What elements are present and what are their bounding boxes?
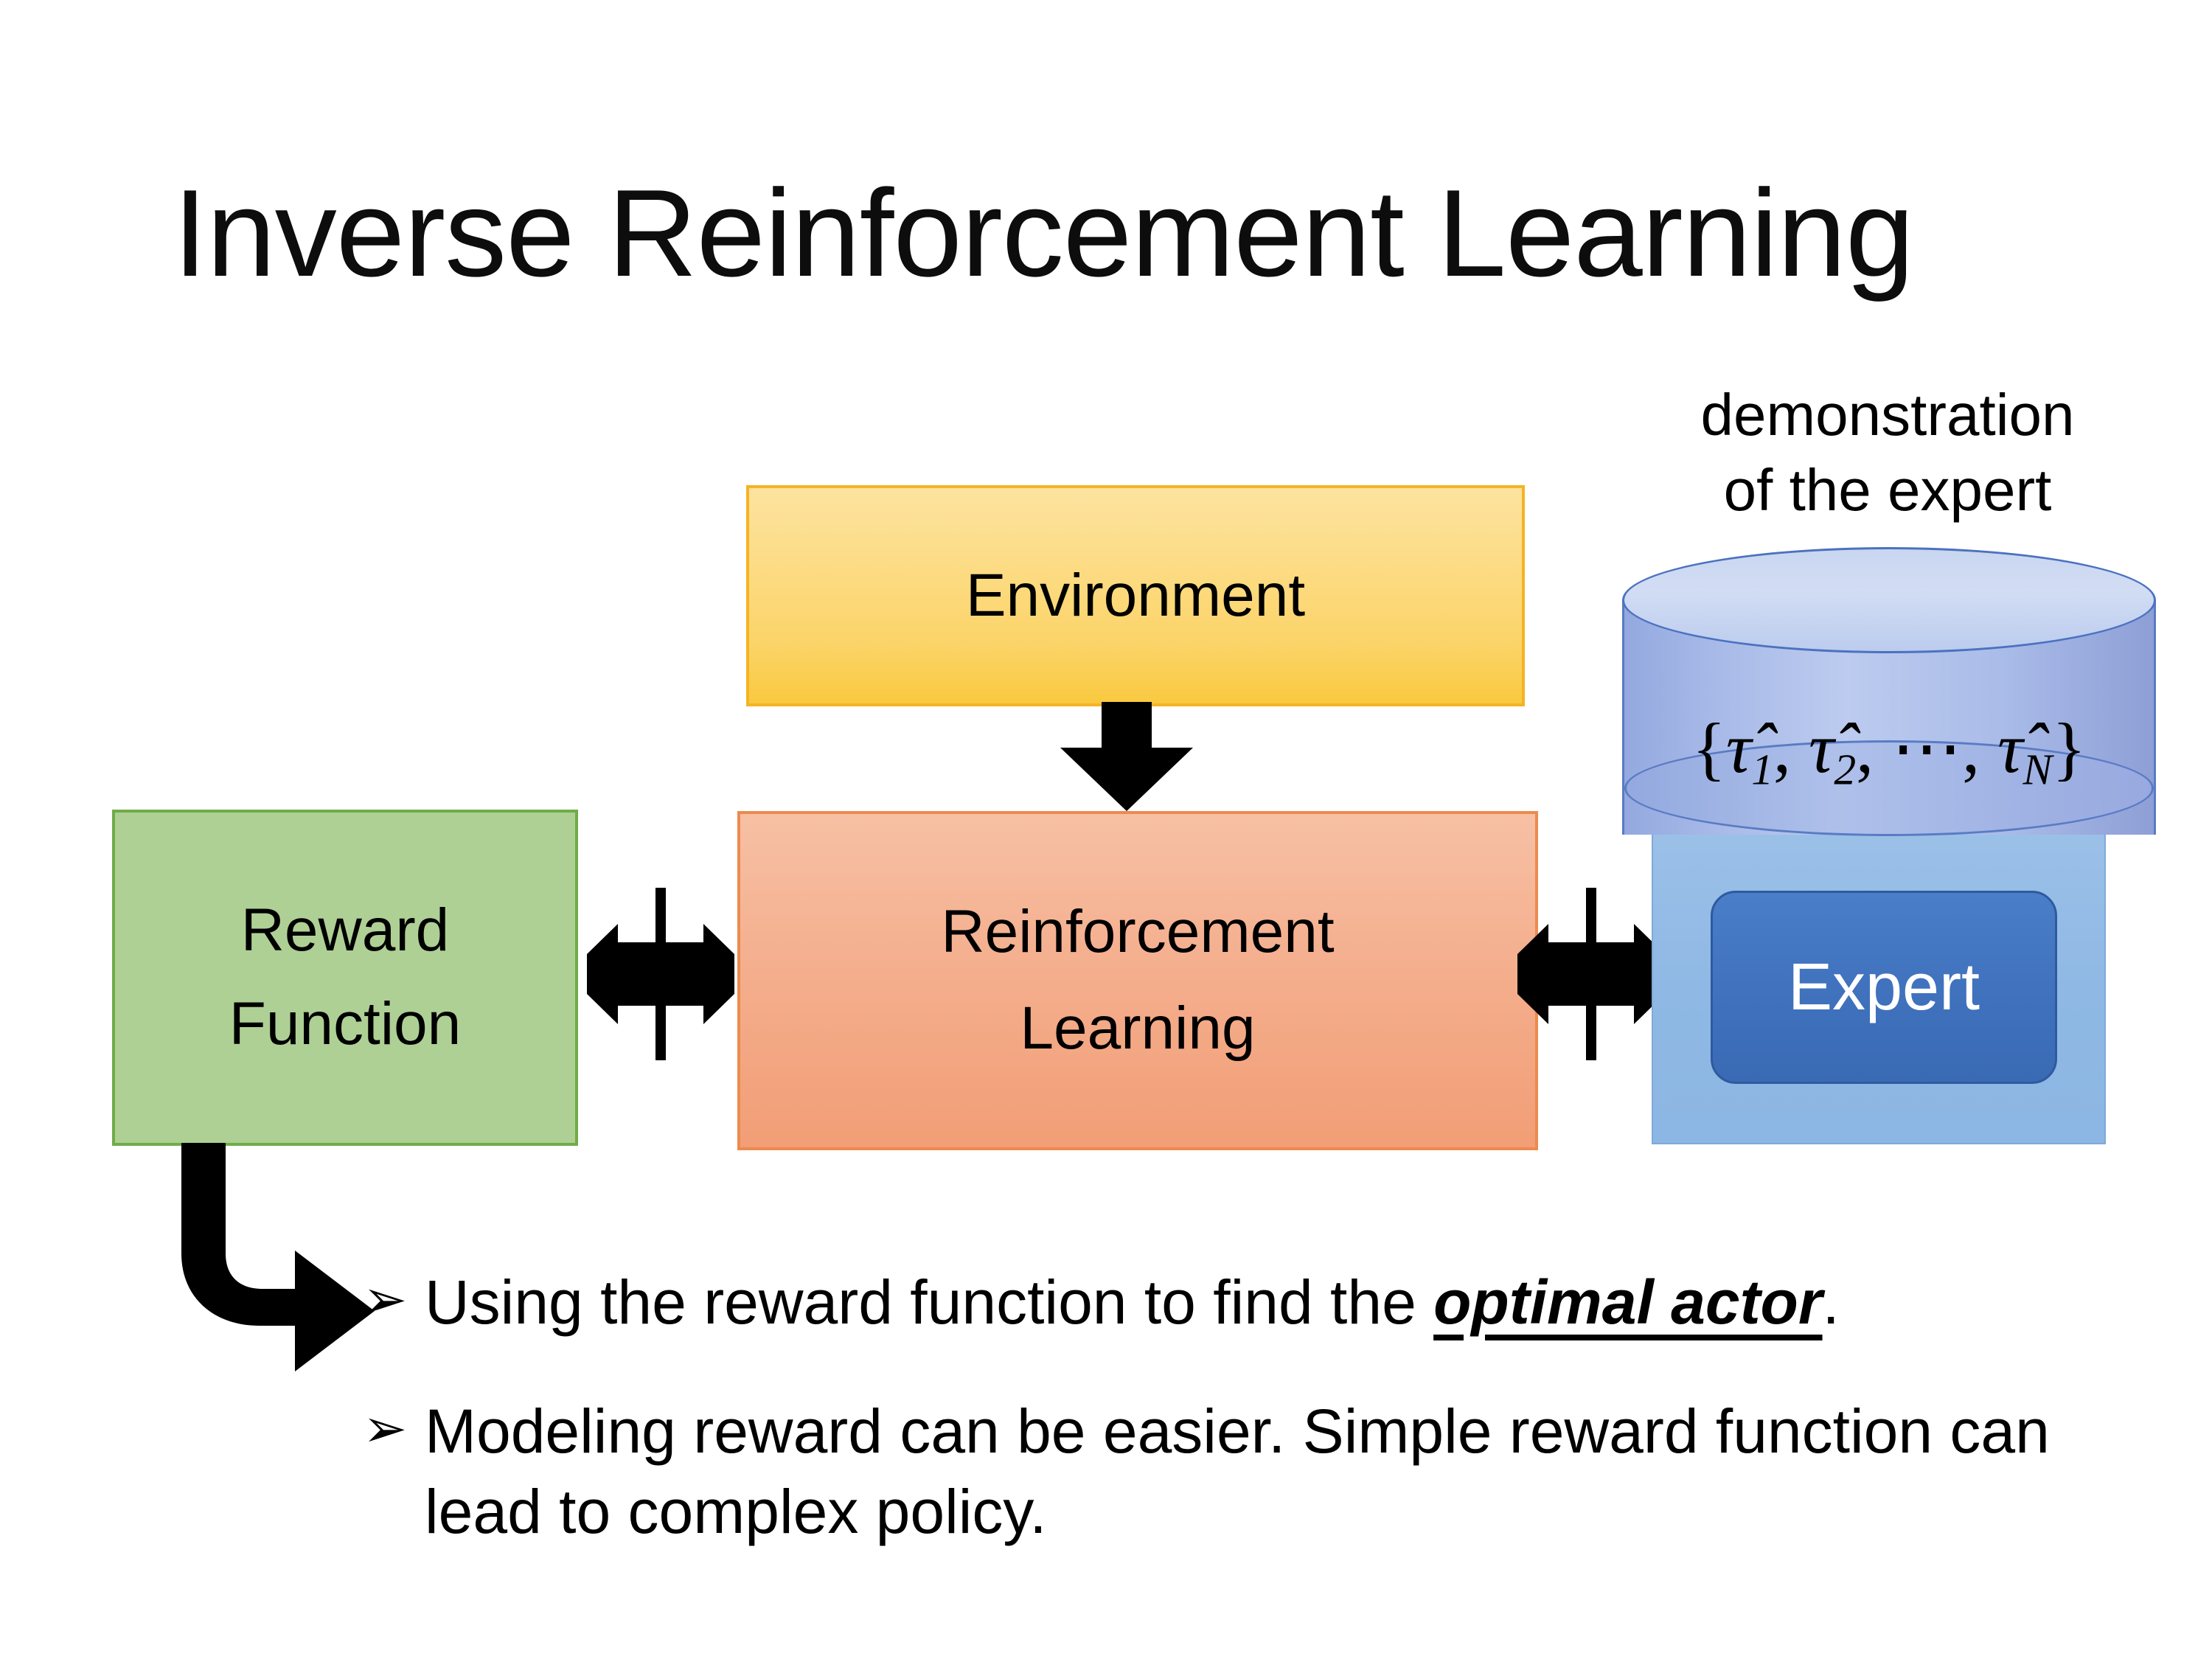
- reward-function-label-line2: Function: [229, 990, 462, 1057]
- bullet-1-prefix: Using the reward function to find the: [425, 1267, 1434, 1337]
- cylinder-bottom-ellipse: [1624, 740, 2154, 836]
- list-item: ➢ Using the reward function to find the …: [363, 1262, 2081, 1343]
- formula-tau-2: τ̂: [1808, 709, 1834, 787]
- formula-open-brace: {: [1691, 709, 1726, 787]
- formula-tau-1: τ̂: [1725, 709, 1752, 787]
- demonstration-caption: demonstration of the expert: [1615, 378, 2160, 529]
- bullet-text-2: Modeling reward can be easier. Simple re…: [425, 1391, 2081, 1552]
- bullet-2-prefix: Modeling reward can be easier. Simple re…: [425, 1397, 2050, 1547]
- bullet-list: ➢ Using the reward function to find the …: [363, 1262, 2081, 1553]
- bidirectional-arrow-rl-expert-icon: [1517, 882, 1665, 1066]
- formula-close-brace: }: [2052, 709, 2087, 787]
- formula-sep-1: ,: [1773, 709, 1809, 787]
- reward-function-box[interactable]: Reward Function: [112, 810, 578, 1146]
- formula-tau-n: τ̂: [1997, 709, 2023, 787]
- reinforcement-learning-label-line2: Learning: [1020, 995, 1256, 1062]
- trajectory-set-formula: {τ̂1, τ̂2, ⋯, τ̂N}: [1622, 706, 2156, 796]
- reinforcement-learning-box[interactable]: Reinforcement Learning: [737, 811, 1538, 1150]
- expert-box-label: Expert: [1787, 950, 1980, 1024]
- trajectory-database-cylinder[interactable]: {τ̂1, τ̂2, ⋯, τ̂N}: [1622, 547, 2156, 836]
- bullet-1-emphasis: optimal actor: [1433, 1267, 1823, 1337]
- reinforcement-learning-label-line1: Reinforcement: [941, 898, 1335, 966]
- page-title: Inverse Reinforcement Learning: [173, 164, 1915, 302]
- bullet-marker-icon: ➢: [363, 1270, 408, 1329]
- environment-box[interactable]: Environment: [746, 485, 1525, 706]
- bidirectional-arrow-reward-rl-icon: [587, 882, 734, 1066]
- cylinder-top-ellipse: [1622, 547, 2156, 653]
- demonstration-caption-line2: of the expert: [1723, 457, 2052, 524]
- reward-function-label-line1: Reward: [240, 897, 450, 964]
- formula-sub-n: N: [2023, 745, 2053, 794]
- demonstration-caption-line1: demonstration: [1700, 382, 2075, 448]
- down-arrow-icon: [1060, 702, 1193, 811]
- bullet-marker-icon: ➢: [363, 1399, 408, 1459]
- elbow-arrow-icon: [168, 1143, 375, 1371]
- formula-sub-1: 1: [1751, 745, 1773, 794]
- bullet-text-1: Using the reward function to find the op…: [425, 1262, 2081, 1343]
- list-item: ➢ Modeling reward can be easier. Simple …: [363, 1391, 2081, 1552]
- expert-box[interactable]: Expert: [1711, 891, 2057, 1084]
- formula-sub-2: 2: [1834, 745, 1857, 794]
- formula-sep-2: , ⋯,: [1856, 709, 1998, 787]
- bullet-1-suffix: .: [1822, 1267, 1840, 1337]
- environment-box-label: Environment: [965, 561, 1306, 629]
